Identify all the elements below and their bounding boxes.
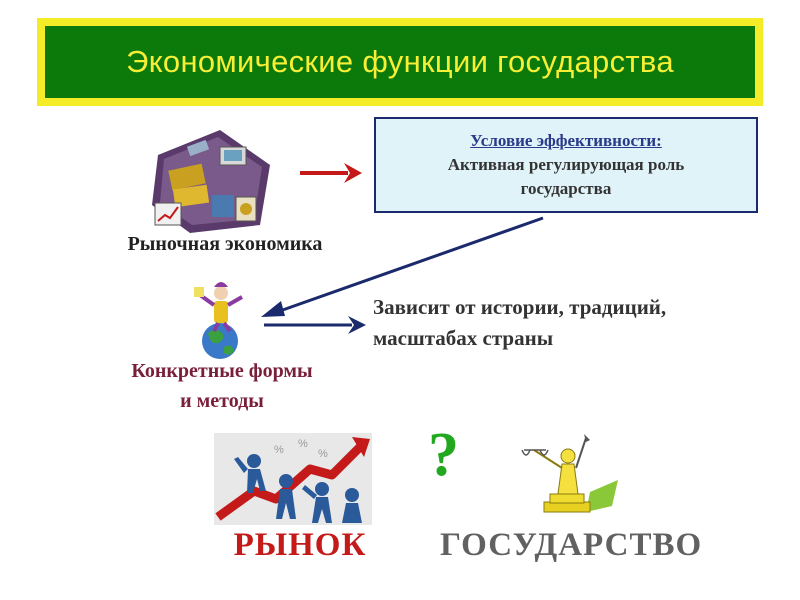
condition-box: Условие эффективности: Активная регулиру… (374, 117, 758, 213)
globe-figure-clipart-icon (194, 282, 243, 359)
svg-text:%: % (318, 448, 328, 460)
market-economy-clipart-icon (152, 130, 270, 233)
state-label: ГОСУДАРСТВО (440, 527, 703, 563)
title-banner: Экономические функции государства (37, 18, 763, 106)
condition-title: Условие эффективности: (470, 131, 662, 150)
forms-line-2: и методы (180, 390, 264, 412)
condition-line-2: государства (520, 179, 612, 198)
page-title: Экономические функции государства (126, 44, 674, 79)
diagonal-arrow-icon (261, 216, 544, 317)
right-arrow-icon (264, 316, 366, 334)
forms-line-1: Конкретные формы (131, 360, 313, 382)
market-economy-label: Рыночная экономика (127, 233, 323, 255)
svg-text:%: % (274, 444, 284, 456)
depends-line-2: масштабах страны (373, 326, 554, 350)
market-growth-clipart-icon: % % % (214, 433, 372, 525)
svg-text:%: % (298, 438, 308, 450)
title-banner-inner: Экономические функции государства (45, 26, 755, 98)
forms-label: Конкретные формы и методы (92, 356, 352, 416)
condition-line-1: Активная регулирующая роль (447, 155, 685, 174)
market-label: РЫНОК (233, 527, 367, 563)
depends-text: Зависит от истории, традиций, масштабах … (373, 292, 773, 354)
red-arrow-icon (300, 163, 362, 183)
justice-statue-clipart-icon (521, 434, 618, 513)
depends-line-1: Зависит от истории, традиций, (373, 295, 667, 319)
question-mark: ? (428, 421, 459, 489)
